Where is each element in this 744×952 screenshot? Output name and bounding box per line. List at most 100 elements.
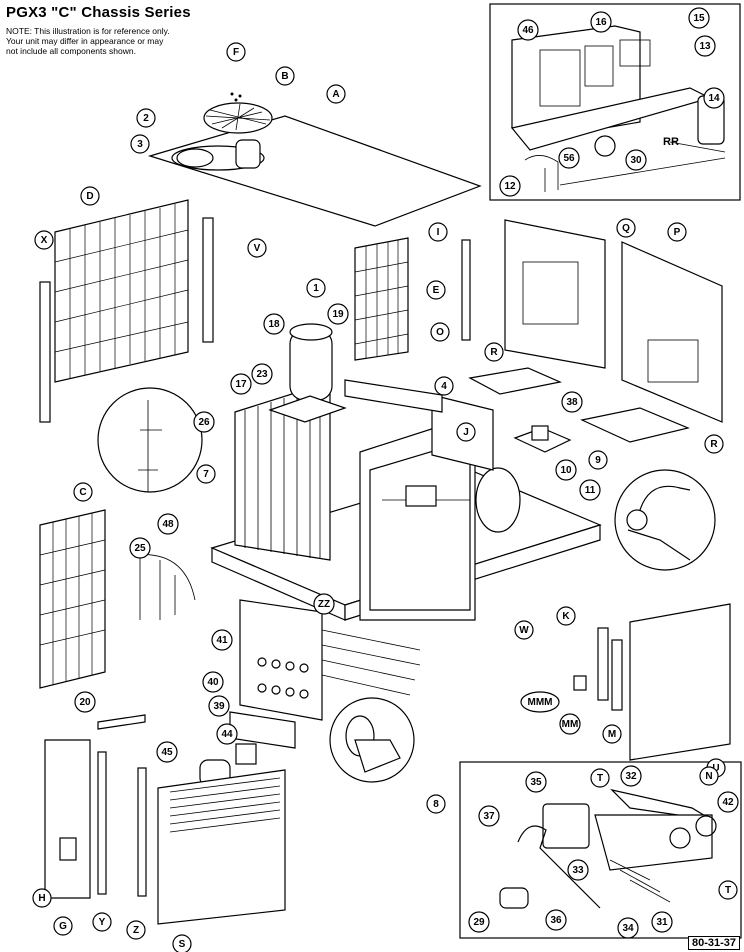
callout-label: T <box>725 885 731 896</box>
callout-label: 30 <box>630 155 642 166</box>
callout-2: 2 <box>136 108 156 128</box>
callout-label: 45 <box>161 747 173 758</box>
callout-label: 7 <box>203 469 209 480</box>
callout-label: 31 <box>656 917 668 928</box>
callout-t1: T <box>590 768 610 788</box>
callout-o: O <box>430 322 450 342</box>
diagram-title: PGX3 "C" Chassis Series <box>6 4 191 21</box>
callout-mm: MM <box>559 713 581 735</box>
callout-label: 13 <box>699 41 711 52</box>
callout-48: 48 <box>157 513 179 535</box>
rail-mm <box>597 627 609 701</box>
callout-label: R <box>710 439 718 450</box>
callout-31: 31 <box>651 911 673 933</box>
callout-label: J <box>463 427 469 438</box>
callout-label: 9 <box>595 455 601 466</box>
callout-10: 10 <box>555 459 577 481</box>
callout-label: 38 <box>566 397 578 408</box>
callout-35: 35 <box>525 771 547 793</box>
callout-m: M <box>602 724 622 744</box>
callout-label: Q <box>622 223 630 234</box>
callout-label: MMM <box>528 697 553 708</box>
rail-m <box>611 639 623 711</box>
callout-29: 29 <box>468 911 490 933</box>
callout-label: H <box>38 893 45 904</box>
callout-t2: T <box>718 880 738 900</box>
callout-16: 16 <box>590 11 612 33</box>
callout-label: R <box>490 347 498 358</box>
callout-label: 18 <box>268 319 280 330</box>
callout-label: A <box>332 89 339 100</box>
callout-7: 7 <box>196 464 216 484</box>
callout-label: D <box>86 191 93 202</box>
callout-30: 30 <box>625 149 647 171</box>
callout-32: 32 <box>620 765 642 787</box>
panel-p <box>621 241 723 423</box>
callout-p: P <box>667 222 687 242</box>
callout-34: 34 <box>617 917 639 939</box>
callout-label: 37 <box>483 811 495 822</box>
callout-f: F <box>226 42 246 62</box>
callout-41: 41 <box>211 629 233 651</box>
callout-25: 25 <box>129 537 151 559</box>
callout-label: X <box>41 235 48 246</box>
detail-circle-right <box>614 469 716 571</box>
callout-label: 48 <box>162 519 174 530</box>
igniter-29 <box>499 887 529 909</box>
access-panel-u <box>629 603 731 761</box>
callout-label: I <box>437 227 440 238</box>
gas-valve-35 <box>542 803 590 849</box>
callout-label: ZZ <box>318 599 330 610</box>
rail-v <box>202 217 214 343</box>
rail-y <box>97 751 107 895</box>
filter-r-upper <box>468 367 562 395</box>
callout-26: 26 <box>193 411 215 433</box>
callout-45: 45 <box>156 741 178 763</box>
callout-label: 32 <box>625 771 637 782</box>
detail-circle-blower <box>329 697 415 783</box>
callout-zz: ZZ <box>313 593 335 615</box>
callout-label: F <box>233 47 239 58</box>
callout-label: U <box>712 763 719 774</box>
callout-label: 14 <box>708 93 720 104</box>
callout-label: C <box>79 487 86 498</box>
drawing-number: 80-31-37 <box>687 936 740 950</box>
bar-20 <box>97 714 146 730</box>
callout-c: C <box>73 482 93 502</box>
callout-37: 37 <box>478 805 500 827</box>
callout-e: E <box>426 280 446 300</box>
panel-41 <box>239 599 323 721</box>
label-rr: RR <box>663 136 679 148</box>
callout-label: P <box>674 227 681 238</box>
callout-15: 15 <box>688 7 710 29</box>
callout-label: 33 <box>572 865 584 876</box>
callout-12: 12 <box>499 175 521 197</box>
callout-y: Y <box>92 912 112 932</box>
inset-gas-valve <box>459 761 742 939</box>
callout-label: 35 <box>530 777 542 788</box>
detail-circle-left <box>97 387 203 493</box>
callout-20: 20 <box>74 691 96 713</box>
callout-label: B <box>281 71 288 82</box>
rail-x <box>39 281 51 423</box>
callout-46: 46 <box>517 19 539 41</box>
callout-label: S <box>179 939 186 950</box>
callout-x: X <box>34 230 54 250</box>
callout-label: 19 <box>332 309 344 320</box>
callout-label: V <box>254 243 261 254</box>
callout-label: 3 <box>137 139 143 150</box>
callout-3: 3 <box>130 134 150 154</box>
callout-label: 25 <box>134 543 146 554</box>
callout-19: 19 <box>327 303 349 325</box>
callout-56: 56 <box>558 147 580 169</box>
callout-label: 1 <box>313 283 319 294</box>
callout-label: 46 <box>522 25 534 36</box>
callout-h: H <box>32 888 52 908</box>
callout-17: 17 <box>230 373 252 395</box>
callout-label: 8 <box>433 799 439 810</box>
callout-label: 17 <box>235 379 247 390</box>
filter-r-lower <box>580 407 690 443</box>
callout-g: G <box>53 916 73 936</box>
callout-n: N <box>699 766 719 786</box>
